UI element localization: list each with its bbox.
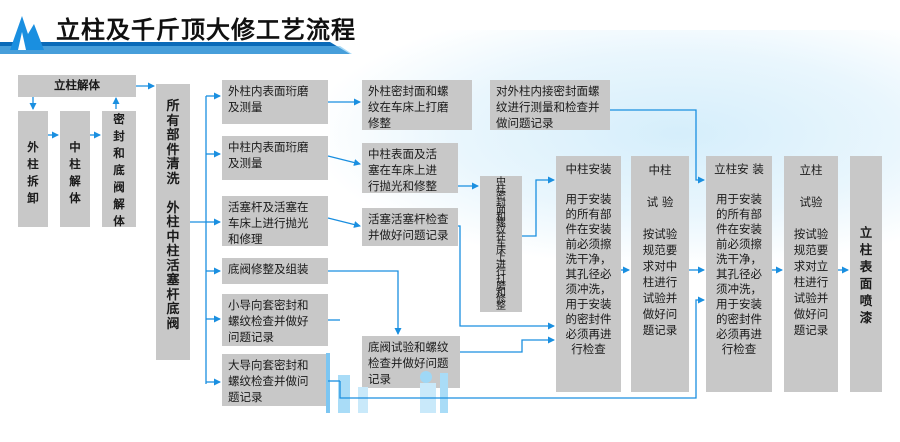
box-lizhu-jieti: 立柱解体 xyxy=(18,75,136,97)
box-zhongzhu-shiyan: 中柱 试 验 按试验 规范要 求对中 柱进行 试验并 做好问 题记录 xyxy=(631,156,689,392)
box-mifeng-difa-jieti: 密 封 和 底 阀 解 体 xyxy=(102,111,136,228)
box-zhongzhu-biaomian: 中柱表面及活 塞在车床上进 行抛光和修整 xyxy=(362,143,458,193)
box-lizhu-biaomian-penqi: 立 柱 表 面 喷 漆 xyxy=(850,156,882,392)
box-dadaoxiang-jiancha: 大导向套密封和 螺纹检查并做问 题记录 xyxy=(222,354,328,406)
box-zhongzhu-mifengmian-damo: 中 柱 密 封 面 和 螺 纹 在 车 床 上 进 行 打 磨 和 修 整 xyxy=(480,176,522,312)
box-zhongzhu-neibiaomian: 中柱内表面珩磨 及测量 xyxy=(222,136,328,180)
header-underline xyxy=(0,42,352,54)
box-waizhu-neibiaomian: 外柱内表面珩磨 及测量 xyxy=(222,80,328,124)
box-waizhu-mifengmian: 外柱密封面和螺 纹在车床上打磨 修整 xyxy=(362,80,472,130)
box-zhongzhu-jieti: 中 柱 解 体 xyxy=(60,111,90,227)
mountain-logo-icon xyxy=(10,16,44,50)
page-title: 立柱及千斤顶大修工艺流程 xyxy=(56,16,356,44)
box-lizhu-shiyan: 立柱 试验 按试验 规范要 求对立 柱进行 试验并 做好问 题记录 xyxy=(784,156,838,392)
box-huosaigan-paoguang: 活塞杆及活塞在 车床上进行抛光 和修理 xyxy=(222,196,328,246)
box-dui-waizhu-celiang: 对外柱内接密封面螺 纹进行测量和检查并 做问题记录 xyxy=(490,80,610,130)
box-zhongzhu-anzhuang: 中柱安装 用于安装 的所有部 件在安装 前必须擦 洗干净， 其孔径必 须冲洗， … xyxy=(556,156,621,392)
box-huosaigan-jiancha: 活塞活塞杆检查 并做好问题记录 xyxy=(362,208,458,246)
box-suoyou-qingxi: 所 有 部 件 清 洗 外 柱 中 柱 活 塞 杆 底 阀 xyxy=(156,84,190,360)
box-waizhu-chaixie: 外 柱 拆 卸 xyxy=(18,111,48,227)
city-skyline-decoration xyxy=(326,353,448,413)
box-difa-xiuzheng: 底阀修整及组装 xyxy=(222,258,328,284)
box-xiaodaoxiang-jiancha: 小导向套密封和 螺纹检查并做好 问题记录 xyxy=(222,294,328,346)
box-lizhu-anzhuang: 立柱安 装 用于安装 的所有部 件在安装 前必须擦 洗干净， 其孔径必 须冲洗，… xyxy=(706,156,772,392)
